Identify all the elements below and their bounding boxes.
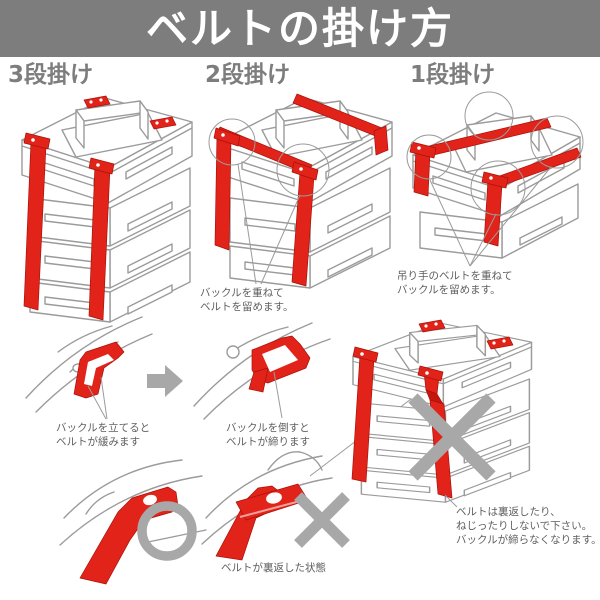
section-label-two-tier: 2段掛け bbox=[205, 62, 291, 88]
buckle-down-illustration bbox=[193, 322, 331, 420]
cross-ng-icon bbox=[408, 393, 496, 481]
caption-belt-warning: ベルトは裏返したり、 ねじったりしないで下さい。 バックルが締らなくなります。 bbox=[456, 506, 600, 547]
one-tier-stack-illustration bbox=[406, 91, 584, 267]
buckle-highlight-circle bbox=[406, 134, 452, 180]
page-title: ベルトの掛け方 bbox=[145, 3, 454, 53]
caption-two-tier: バックルを重ねて ベルトを留めます。 bbox=[200, 287, 294, 314]
buckle-highlight-circle bbox=[470, 160, 526, 216]
cross-ng-icon bbox=[294, 492, 350, 548]
caption-belt-flipped: ベルトが裏返した状態 bbox=[221, 562, 326, 574]
section-label-three-tier: 3段掛け bbox=[8, 62, 94, 88]
caption-buckle-loosen: バックルを立てると ベルトが緩みます bbox=[56, 422, 151, 449]
buckle-up-illustration bbox=[25, 316, 153, 420]
buckle-highlight-circle bbox=[464, 91, 514, 141]
twisted-belt-stack-illustration bbox=[309, 319, 533, 508]
belt-ok-illustration bbox=[59, 459, 207, 585]
caption-one-tier: 吊り手のベルトを重ねて バックルを留めます。 bbox=[397, 270, 513, 297]
buckle-highlight-circle bbox=[208, 118, 256, 166]
section-label-one-tier: 1段掛け bbox=[410, 62, 496, 88]
circle-ok-icon bbox=[137, 501, 197, 561]
arrow-right-icon bbox=[147, 365, 183, 397]
buckle-highlight-circle bbox=[530, 115, 584, 169]
caption-buckle-tighten: バックルを倒すと ベルトが締ります bbox=[226, 422, 310, 449]
buckle-highlight-circle bbox=[276, 143, 330, 197]
three-tier-stack-illustration bbox=[21, 95, 193, 323]
belt-flipped-illustration bbox=[201, 451, 350, 561]
header-bar: ベルトの掛け方 bbox=[0, 0, 600, 57]
two-tier-stack-illustration bbox=[208, 93, 393, 289]
